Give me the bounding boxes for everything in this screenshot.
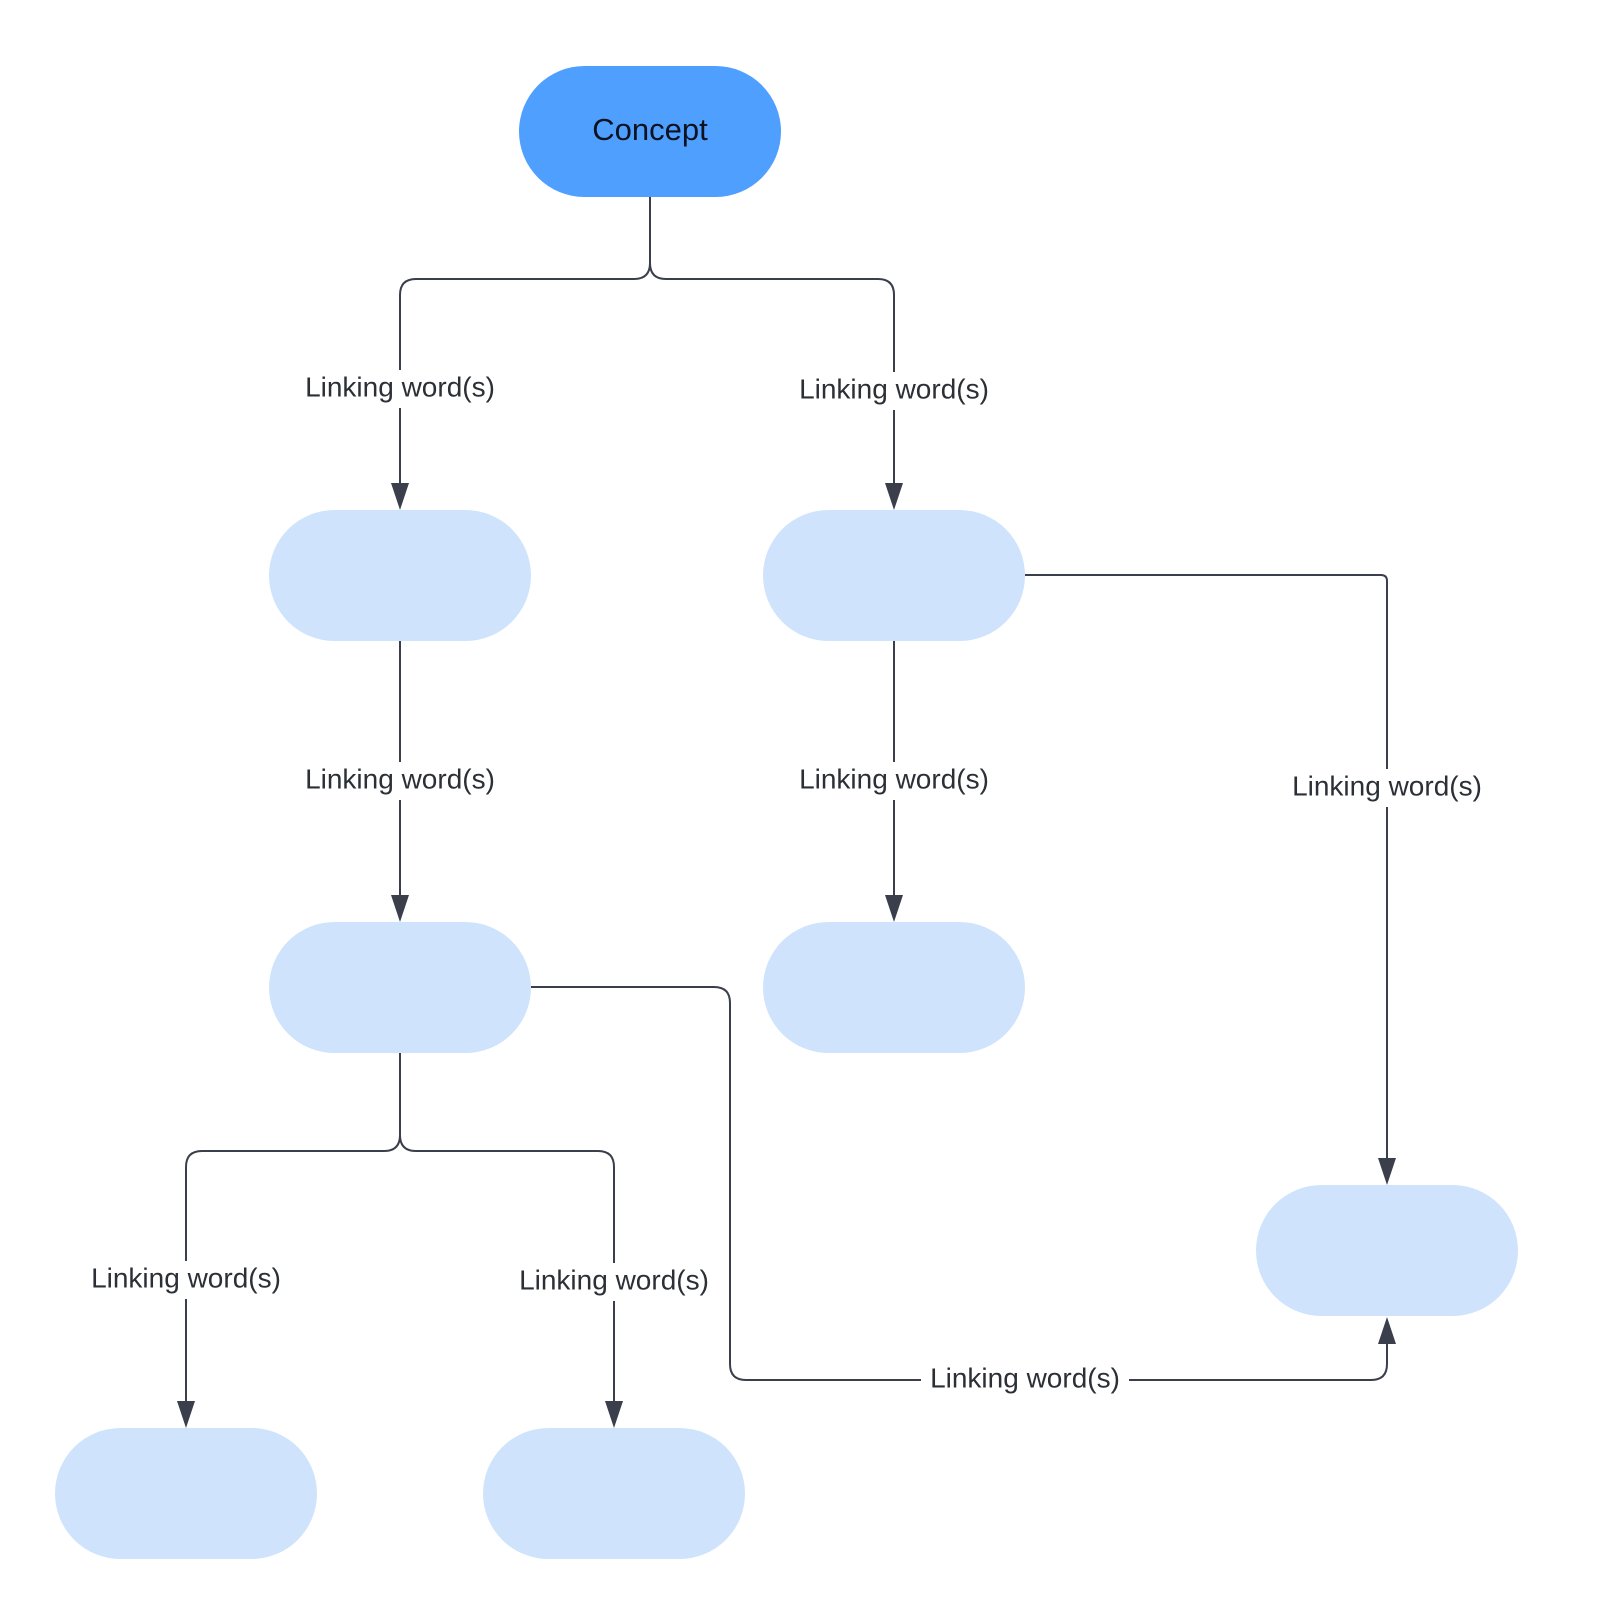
link-label-n1-n3[interactable]: Linking word(s) (296, 762, 504, 800)
connector-n2-n5 (1025, 574, 1388, 1160)
nodes (55, 66, 1518, 1559)
node-concept-label: Concept (592, 112, 708, 147)
connector-concept-n1 (399, 197, 651, 485)
link-label-n2-n4[interactable]: Linking word(s) (790, 762, 998, 800)
svg-text:Linking word(s): Linking word(s) (519, 1264, 709, 1295)
node-n4[interactable] (763, 922, 1025, 1053)
node-concept[interactable] (519, 66, 781, 197)
connector-n3-n5 (531, 986, 1388, 1381)
link-label-n3-n5[interactable]: Linking word(s) (921, 1361, 1129, 1399)
link-label-n2-n5[interactable]: Linking word(s) (1283, 769, 1491, 807)
arrowhead-n5-top (1378, 1158, 1396, 1185)
node-n7[interactable] (483, 1428, 745, 1559)
arrowhead-n4 (885, 895, 903, 922)
svg-text:Linking word(s): Linking word(s) (91, 1262, 281, 1293)
svg-text:Linking word(s): Linking word(s) (799, 763, 989, 794)
arrowhead-n5-bottom (1378, 1317, 1396, 1344)
arrowhead-n7 (605, 1401, 623, 1428)
svg-text:Linking word(s): Linking word(s) (799, 373, 989, 404)
node-n1[interactable] (269, 510, 531, 641)
arrowhead-n3 (391, 895, 409, 922)
svg-text:Linking word(s): Linking word(s) (305, 371, 495, 402)
arrowhead-n6 (177, 1401, 195, 1428)
node-n2[interactable] (763, 510, 1025, 641)
link-labels: Linking word(s) Linking word(s) Linking … (82, 370, 1491, 1399)
svg-text:Linking word(s): Linking word(s) (930, 1362, 1120, 1393)
link-label-concept-n2[interactable]: Linking word(s) (790, 372, 998, 410)
node-n3[interactable] (269, 922, 531, 1053)
node-labels: Concept (592, 112, 708, 147)
connectors (185, 197, 1388, 1403)
node-n6[interactable] (55, 1428, 317, 1559)
arrowheads (177, 483, 1396, 1428)
arrowhead-n2 (885, 483, 903, 510)
link-label-n3-n7[interactable]: Linking word(s) (510, 1263, 718, 1301)
connector-concept-n2 (649, 197, 895, 485)
node-n5[interactable] (1256, 1185, 1518, 1316)
link-label-n3-n6[interactable]: Linking word(s) (82, 1261, 290, 1299)
connector-n3-n7 (399, 1053, 615, 1403)
arrowhead-n1 (391, 483, 409, 510)
link-label-concept-n1[interactable]: Linking word(s) (296, 370, 504, 408)
connector-n3-n6 (185, 1053, 401, 1403)
svg-text:Linking word(s): Linking word(s) (305, 763, 495, 794)
svg-text:Linking word(s): Linking word(s) (1292, 770, 1482, 801)
